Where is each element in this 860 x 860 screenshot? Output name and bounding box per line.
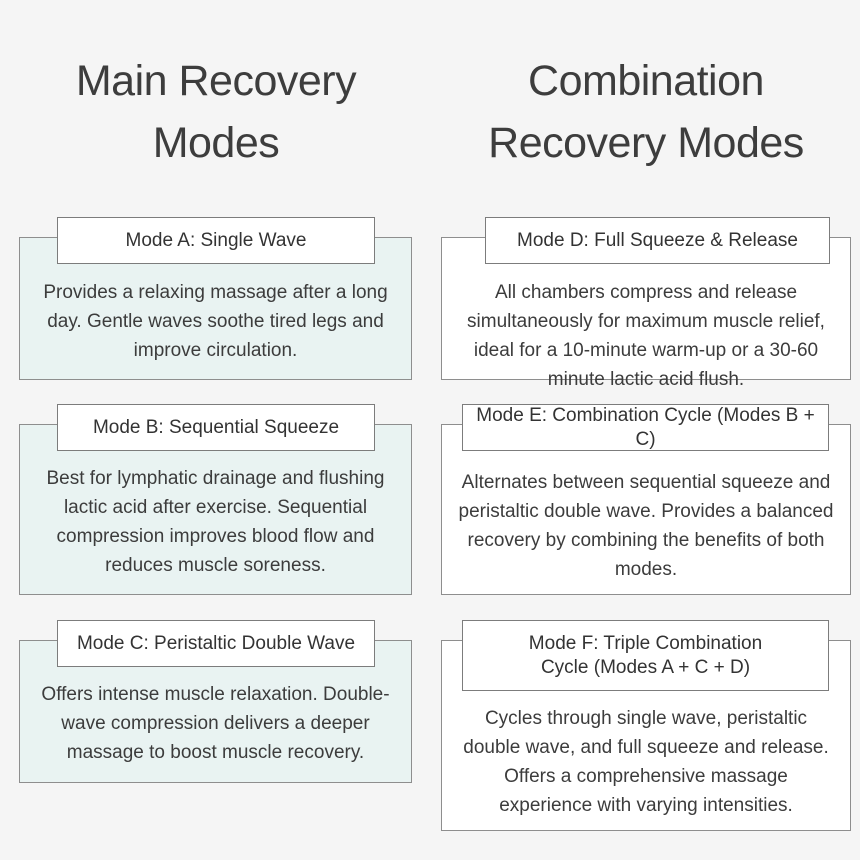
mode-b-description: Best for lymphatic drainage and flushing… [46,468,385,576]
mode-d-description: All chambers compress and release simult… [467,282,825,390]
mode-e-title: Mode E: Combination Cycle (Modes B + C) [462,404,829,451]
mode-c-title: Mode C: Peristaltic Double Wave [57,620,375,667]
heading-line: Combination [528,57,764,105]
mode-a-description: Provides a relaxing massage after a long… [43,282,388,361]
mode-b-title: Mode B: Sequential Squeeze [57,404,375,451]
mode-d-title: Mode D: Full Squeeze & Release [485,217,830,264]
mode-e-description: Alternates between sequential squeeze an… [458,472,834,580]
heading-line: Recovery Modes [488,119,804,167]
mode-b-card [19,424,412,595]
main-recovery-modes-heading: Main Recovery Modes [20,50,412,174]
mode-f-title: Mode F: Triple Combination Cycle (Modes … [462,620,829,691]
mode-c-description: Offers intense muscle relaxation. Double… [41,684,390,763]
heading-line: Main Recovery [75,57,357,105]
mode-a-title: Mode A: Single Wave [57,217,375,264]
heading-line: Modes [152,119,280,167]
mode-f-description: Cycles through single wave, peristaltic … [463,708,829,816]
combination-recovery-modes-heading: Combination Recovery Modes [441,50,851,174]
mode-e-card [441,424,851,595]
